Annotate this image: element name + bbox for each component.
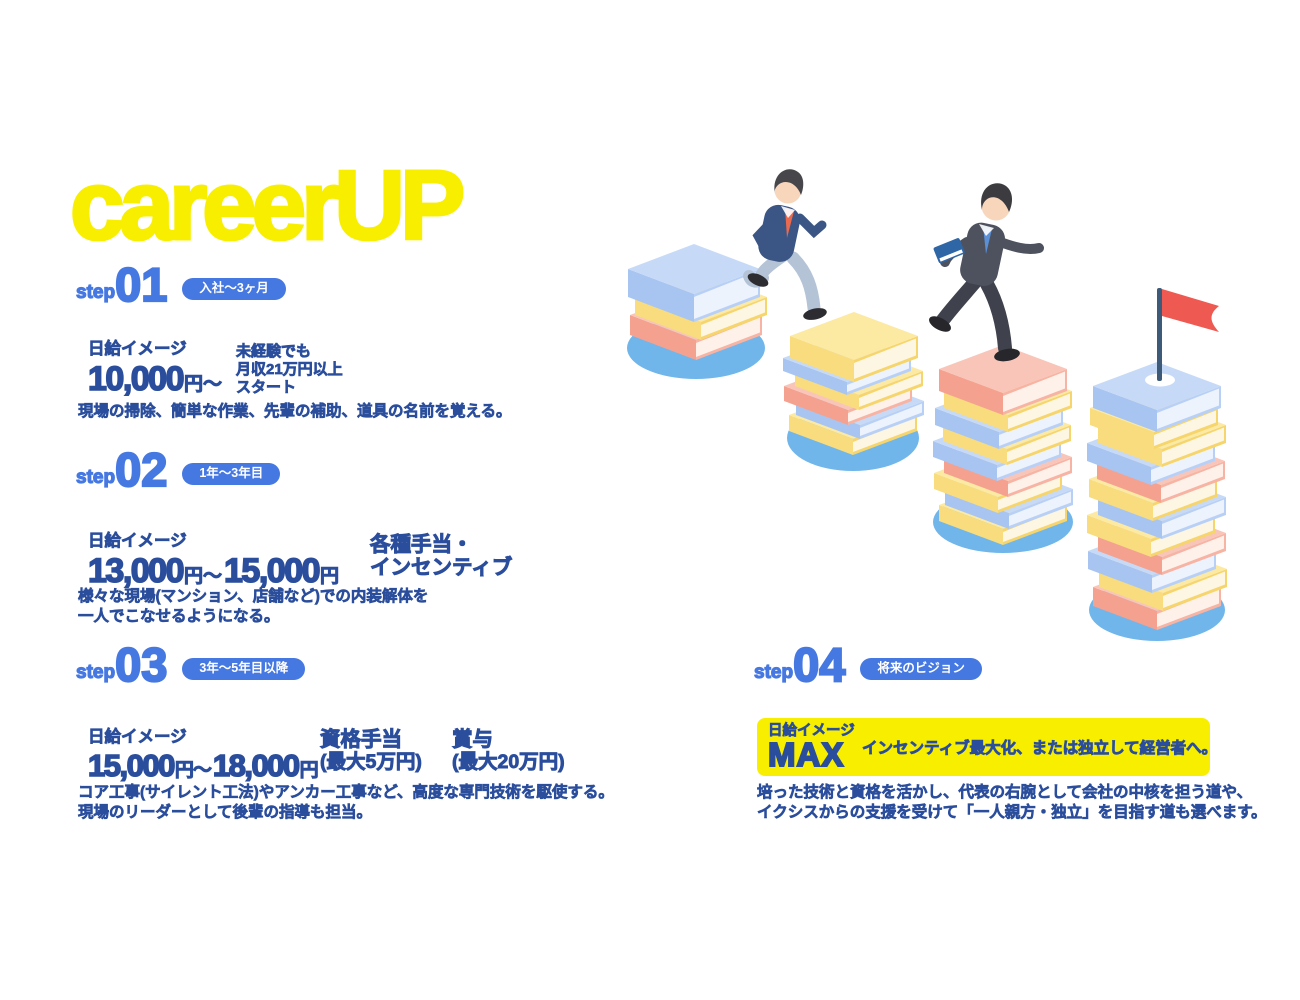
wage-amount: 10,000 xyxy=(87,359,185,398)
step-number: 03 xyxy=(114,638,168,691)
step-word: step xyxy=(75,466,116,488)
step-03-header: step 03 3年〜5年目以降 xyxy=(75,638,306,691)
step-number: 04 xyxy=(792,638,846,691)
wage-block-step03: 日給イメージ 15,000円〜18,000円 xyxy=(87,728,320,783)
wage-label: 日給イメージ xyxy=(88,728,187,746)
wage-label: 日給イメージ xyxy=(88,340,187,358)
wage-label: 日給イメージ xyxy=(88,532,187,550)
perk-block-bonus: 賞与 (最大20万円) xyxy=(452,728,566,773)
max-box-text: インセンティブ最大化、または独立して経営者へ。 xyxy=(862,740,1218,758)
leader-businessman-icon xyxy=(929,183,1044,362)
step-01-header: step 01 入社〜3ヶ月 xyxy=(75,258,286,311)
book-stack-2 xyxy=(783,312,924,471)
career-illustration xyxy=(627,169,1227,641)
wage-unit: 円〜 xyxy=(174,759,212,781)
wage-max: MAX xyxy=(767,735,845,773)
perk-block: 各種手当・ インセンティブ xyxy=(370,533,513,579)
step-word: step xyxy=(75,661,116,683)
wage-unit: 円 xyxy=(299,759,319,781)
carried-book-icon xyxy=(933,238,965,264)
wage-block-step01: 日給イメージ 10,000円〜 xyxy=(87,340,224,398)
book-stack-3 xyxy=(933,345,1073,553)
step-period-badge: 将来のビジョン xyxy=(860,657,982,680)
step-description: 様々な現場(マンション、店舗など)での内装解体を 一人でこなせるようになる。 xyxy=(78,588,429,625)
book-stacks xyxy=(627,244,1227,641)
step-word: step xyxy=(75,281,116,303)
step-04-header: step 04 将来のビジョン xyxy=(753,638,982,691)
step-02-header: step 02 1年〜3年目 xyxy=(75,443,281,496)
step-period-badge: 入社〜3ヶ月 xyxy=(182,277,286,300)
step-word: step xyxy=(753,661,794,683)
perk-block-license: 資格手当 (最大5万円) xyxy=(320,728,423,773)
step-period-badge: 1年〜3年目 xyxy=(182,462,281,485)
wage-amount-min: 13,000 xyxy=(87,551,185,590)
wage-amount-max: 15,000 xyxy=(223,551,321,590)
runner-businessman-icon xyxy=(743,169,827,320)
wage-unit: 円 xyxy=(320,565,340,587)
step-number: 02 xyxy=(114,443,168,496)
step-number: 01 xyxy=(114,258,168,311)
book-stack-4 xyxy=(1087,362,1227,641)
book-stack-1 xyxy=(627,244,767,379)
wage-amount-max: 18,000 xyxy=(212,747,301,783)
step-description: 現場の掃除、簡単な作業、先輩の補助、道具の名前を覚える。 xyxy=(78,403,512,421)
step-description: コア工事(サイレント工法)やアンカー工事など、高度な専門技術を駆使する。 現場の… xyxy=(78,784,615,821)
wage-note: 未経験でも 月収21万円以上 スタート xyxy=(236,343,343,397)
wage-block-step02: 日給イメージ 13,000円〜15,000円 xyxy=(87,532,341,590)
wage-unit: 円〜 xyxy=(184,373,223,395)
wage-amount-min: 15,000 xyxy=(87,747,176,783)
step-description: 培った技術と資格を活かし、代表の右腕として会社の中核を担う道や、 イクシスからの… xyxy=(757,784,1267,821)
wage-label: 日給イメージ xyxy=(768,723,855,740)
step-period-badge: 3年〜5年目以降 xyxy=(182,657,306,680)
max-wage-highlight-box: 日給イメージ MAX インセンティブ最大化、または独立して経営者へ。 xyxy=(757,718,1218,776)
goal-flag-icon xyxy=(1145,288,1219,387)
page-title: careerUP xyxy=(68,150,466,260)
wage-unit: 円〜 xyxy=(184,565,223,587)
